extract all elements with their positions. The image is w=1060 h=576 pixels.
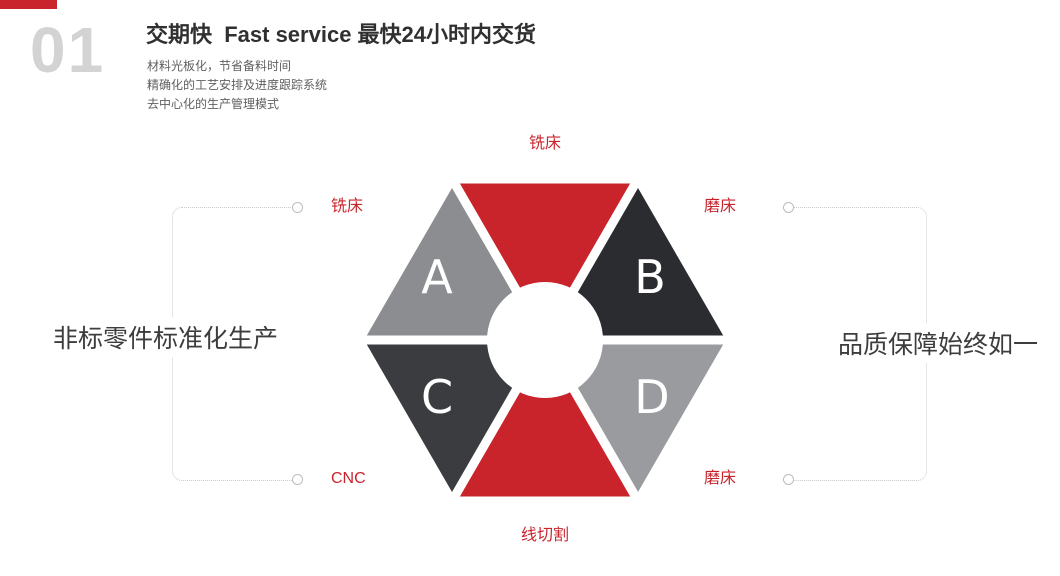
label-top: 铣床: [528, 135, 561, 152]
connector-circle-upper-left: [292, 202, 303, 213]
right-caption: 品质保障始终如一: [835, 323, 1042, 363]
subtitle-line: 精确化的工艺安排及进度跟踪系统: [147, 78, 328, 92]
label-bottom: 线切割: [520, 527, 569, 544]
label-upper-right: 磨床: [704, 198, 737, 215]
hexagon-diagram: A B C D: [354, 174, 736, 506]
connector-circle-lower-right: [783, 474, 794, 485]
label-lower-right: 磨床: [704, 470, 737, 487]
connector-circle-upper-right: [783, 202, 794, 213]
label-upper-left: 铣床: [331, 198, 364, 215]
left-caption: 非标零件标准化生产: [50, 317, 282, 357]
section-number: 01: [30, 14, 106, 86]
subtitle-line: 去中心化的生产管理模式: [147, 97, 280, 111]
accent-corner-bar: [0, 0, 57, 9]
segment-letter-c: C: [421, 370, 453, 424]
page-title: 交期快 Fast service 最快24小时内交货: [146, 22, 537, 47]
subtitle-line: 材料光板化，节省备料时间: [147, 59, 292, 73]
center-circle: [487, 282, 603, 398]
segment-letter-b: B: [634, 250, 666, 304]
label-lower-left: CNC: [331, 470, 366, 487]
segment-upper-left: [354, 174, 550, 345]
segment-letter-a: A: [421, 250, 453, 304]
connector-circle-lower-left: [292, 474, 303, 485]
segment-letter-d: D: [634, 370, 669, 424]
subtitle-list: 材料光板化，节省备料时间 精确化的工艺安排及进度跟踪系统 去中心化的生产管理模式: [147, 57, 327, 114]
